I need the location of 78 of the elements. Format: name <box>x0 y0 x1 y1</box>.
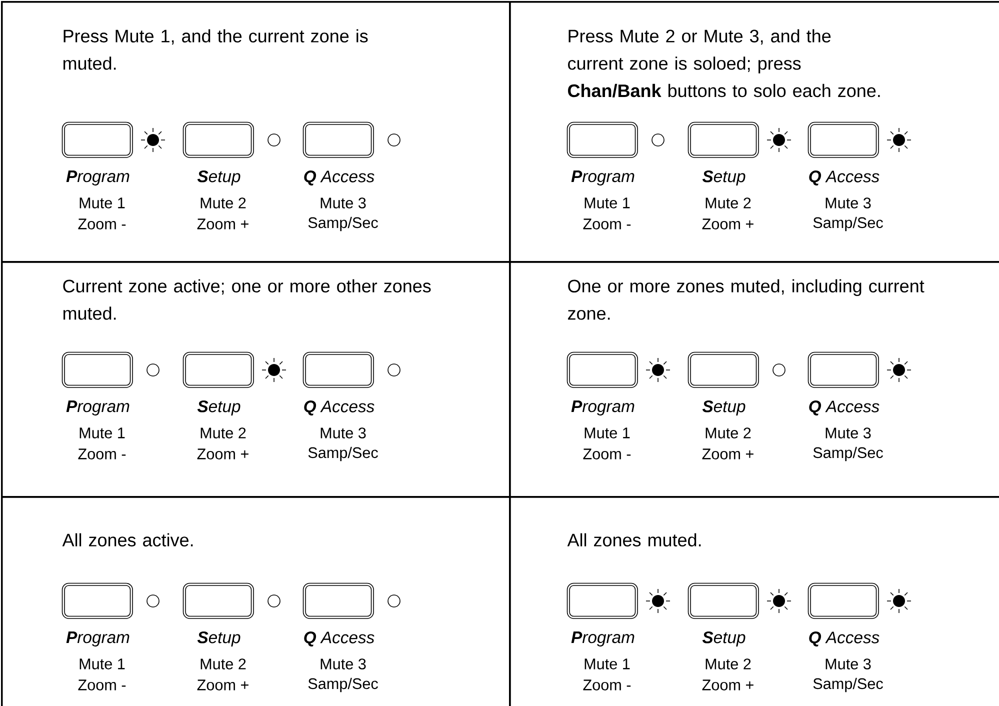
function-label: Mute 2 <box>200 198 246 208</box>
function-label: Mute 3 <box>826 658 871 670</box>
function-label: Mute 1 <box>80 658 125 670</box>
description-text: One or more zones muted, including current zone. <box>568 279 924 320</box>
button-label: Q Access <box>809 632 880 646</box>
function-label: Mute 3 <box>320 658 366 670</box>
function-label: Samp/Sec <box>813 678 883 692</box>
button-label: Setup <box>702 631 746 647</box>
function-label: Mute 3 <box>320 428 366 438</box>
lit-led-icon <box>262 358 286 382</box>
function-label: Samp/Sec <box>813 446 883 462</box>
function-label: Zoom - <box>583 680 631 690</box>
function-label: Samp/Sec <box>813 216 883 232</box>
unlit-led-icon <box>772 364 786 376</box>
description-text: Press Mute 1, and the current zone is muted. <box>63 29 368 70</box>
function-label: Zoom + <box>702 448 754 460</box>
unlit-led-icon <box>146 594 160 608</box>
button-label: Program <box>66 400 130 416</box>
button-label: Q Access <box>809 170 880 186</box>
button-label: Q Access <box>304 632 374 646</box>
description-text: Press Mute 2 or Mute 3, and the current zone is soloed; press Chan/Bank buttons to solo each zone. <box>568 29 880 98</box>
lit-led-icon <box>766 128 792 152</box>
button-label: Setup <box>197 631 240 647</box>
function-label: Mute 2 <box>706 658 751 670</box>
function-label: Zoom - <box>583 448 631 460</box>
function-label: Mute 2 <box>706 428 751 438</box>
lit-led-icon <box>766 588 792 614</box>
unlit-led-icon <box>388 594 400 608</box>
button-label: Program <box>571 170 634 186</box>
description-text: All zones active. <box>62 533 193 546</box>
lit-led-icon <box>646 358 670 382</box>
unlit-led-icon <box>268 594 280 608</box>
button-label: Program <box>571 632 634 646</box>
unlit-led-icon <box>268 134 280 146</box>
unlit-led-icon <box>388 134 400 146</box>
button-label: Q Access <box>304 400 374 416</box>
button-label: Setup <box>197 400 240 416</box>
lit-led-icon <box>140 128 166 152</box>
lit-led-icon <box>886 358 912 382</box>
lit-led-icon <box>886 128 912 152</box>
function-label: Samp/Sec <box>308 678 378 692</box>
function-label: Zoom - <box>78 448 126 460</box>
function-label: Zoom - <box>583 218 631 230</box>
function-label: Mute 3 <box>320 198 366 208</box>
function-label: Mute 2 <box>200 428 246 438</box>
function-label: Zoom + <box>197 218 248 230</box>
button-label: Program <box>66 632 130 646</box>
button-label: Setup <box>197 170 240 186</box>
unlit-led-icon <box>146 364 160 376</box>
function-label: Zoom - <box>78 680 126 690</box>
function-label: Mute 1 <box>80 198 125 208</box>
function-label: Mute 3 <box>826 428 871 438</box>
button-label: Q Access <box>809 400 880 416</box>
button-label: Q Access <box>304 170 374 186</box>
function-label: Zoom - <box>78 218 126 230</box>
function-label: Mute 1 <box>80 428 125 438</box>
lit-led-icon <box>886 588 912 614</box>
function-label: Samp/Sec <box>308 446 378 462</box>
function-label: Mute 1 <box>584 428 630 438</box>
function-label: Samp/Sec <box>308 216 378 232</box>
description-text: All zones muted. <box>567 533 701 546</box>
function-label: Mute 2 <box>706 198 751 208</box>
unlit-led-icon <box>652 134 664 146</box>
description-text: Current zone active; one or more other zones muted. <box>63 279 431 320</box>
button-label: Program <box>571 400 634 416</box>
button-label: Setup <box>702 400 746 416</box>
button-label: Setup <box>702 170 746 186</box>
function-label: Zoom + <box>702 218 754 230</box>
function-label: Zoom + <box>197 680 248 690</box>
lit-led-icon <box>646 588 670 614</box>
function-label: Mute 2 <box>200 658 246 670</box>
function-label: Mute 1 <box>584 198 630 208</box>
unlit-led-icon <box>388 364 400 376</box>
function-label: Zoom + <box>197 448 248 460</box>
function-label: Zoom + <box>702 680 754 690</box>
function-label: Mute 3 <box>826 198 871 208</box>
function-label: Mute 1 <box>584 658 630 670</box>
button-label: Program <box>66 170 130 186</box>
